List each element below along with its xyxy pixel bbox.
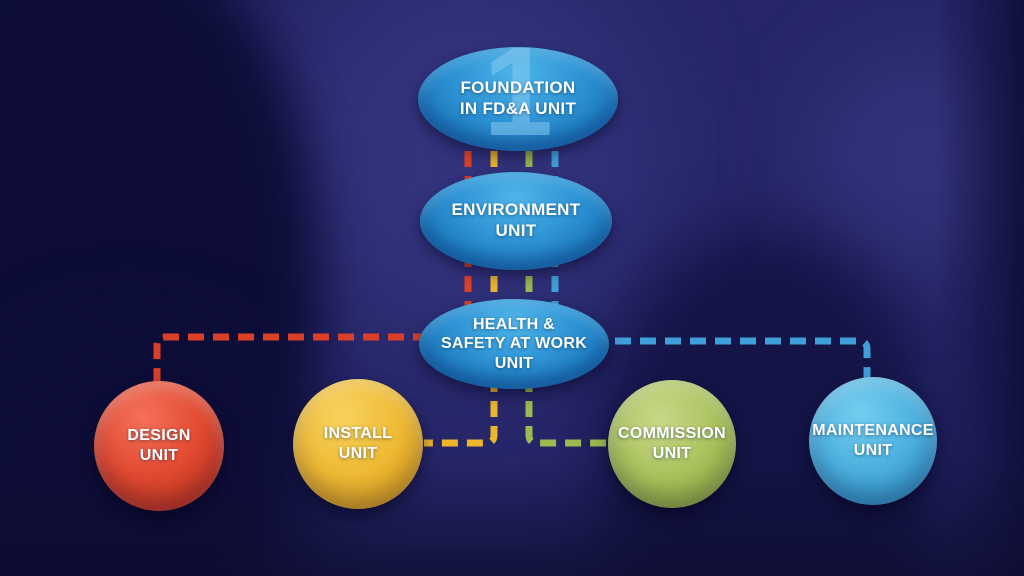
node-install-label: INSTALL UNIT (323, 425, 393, 462)
node-maintenance-label: MAINTENANCE UNIT (812, 422, 934, 459)
node-foundation-label: FOUNDATION IN FD&A UNIT (459, 78, 577, 118)
node-commission-unit: COMMISSION UNIT (608, 380, 736, 508)
background-light-patch-right (810, 50, 1024, 270)
node-design-unit: DESIGN UNIT (94, 381, 224, 511)
node-environment-unit: ENVIRONMENT UNIT (420, 172, 612, 270)
node-health-safety-unit: HEALTH & SAFETY AT WORK UNIT (419, 299, 609, 389)
node-environment-label: ENVIRONMENT UNIT (451, 200, 581, 240)
node-maintenance-unit: MAINTENANCE UNIT (809, 377, 937, 505)
background-right-shadow (934, 0, 1024, 576)
node-design-label: DESIGN UNIT (127, 427, 191, 464)
node-health-safety-label: HEALTH & SAFETY AT WORK UNIT (440, 315, 588, 372)
node-install-unit: INSTALL UNIT (293, 379, 423, 509)
node-foundation-unit: 1 FOUNDATION IN FD&A UNIT (418, 47, 618, 151)
node-commission-label: COMMISSION UNIT (618, 425, 726, 462)
